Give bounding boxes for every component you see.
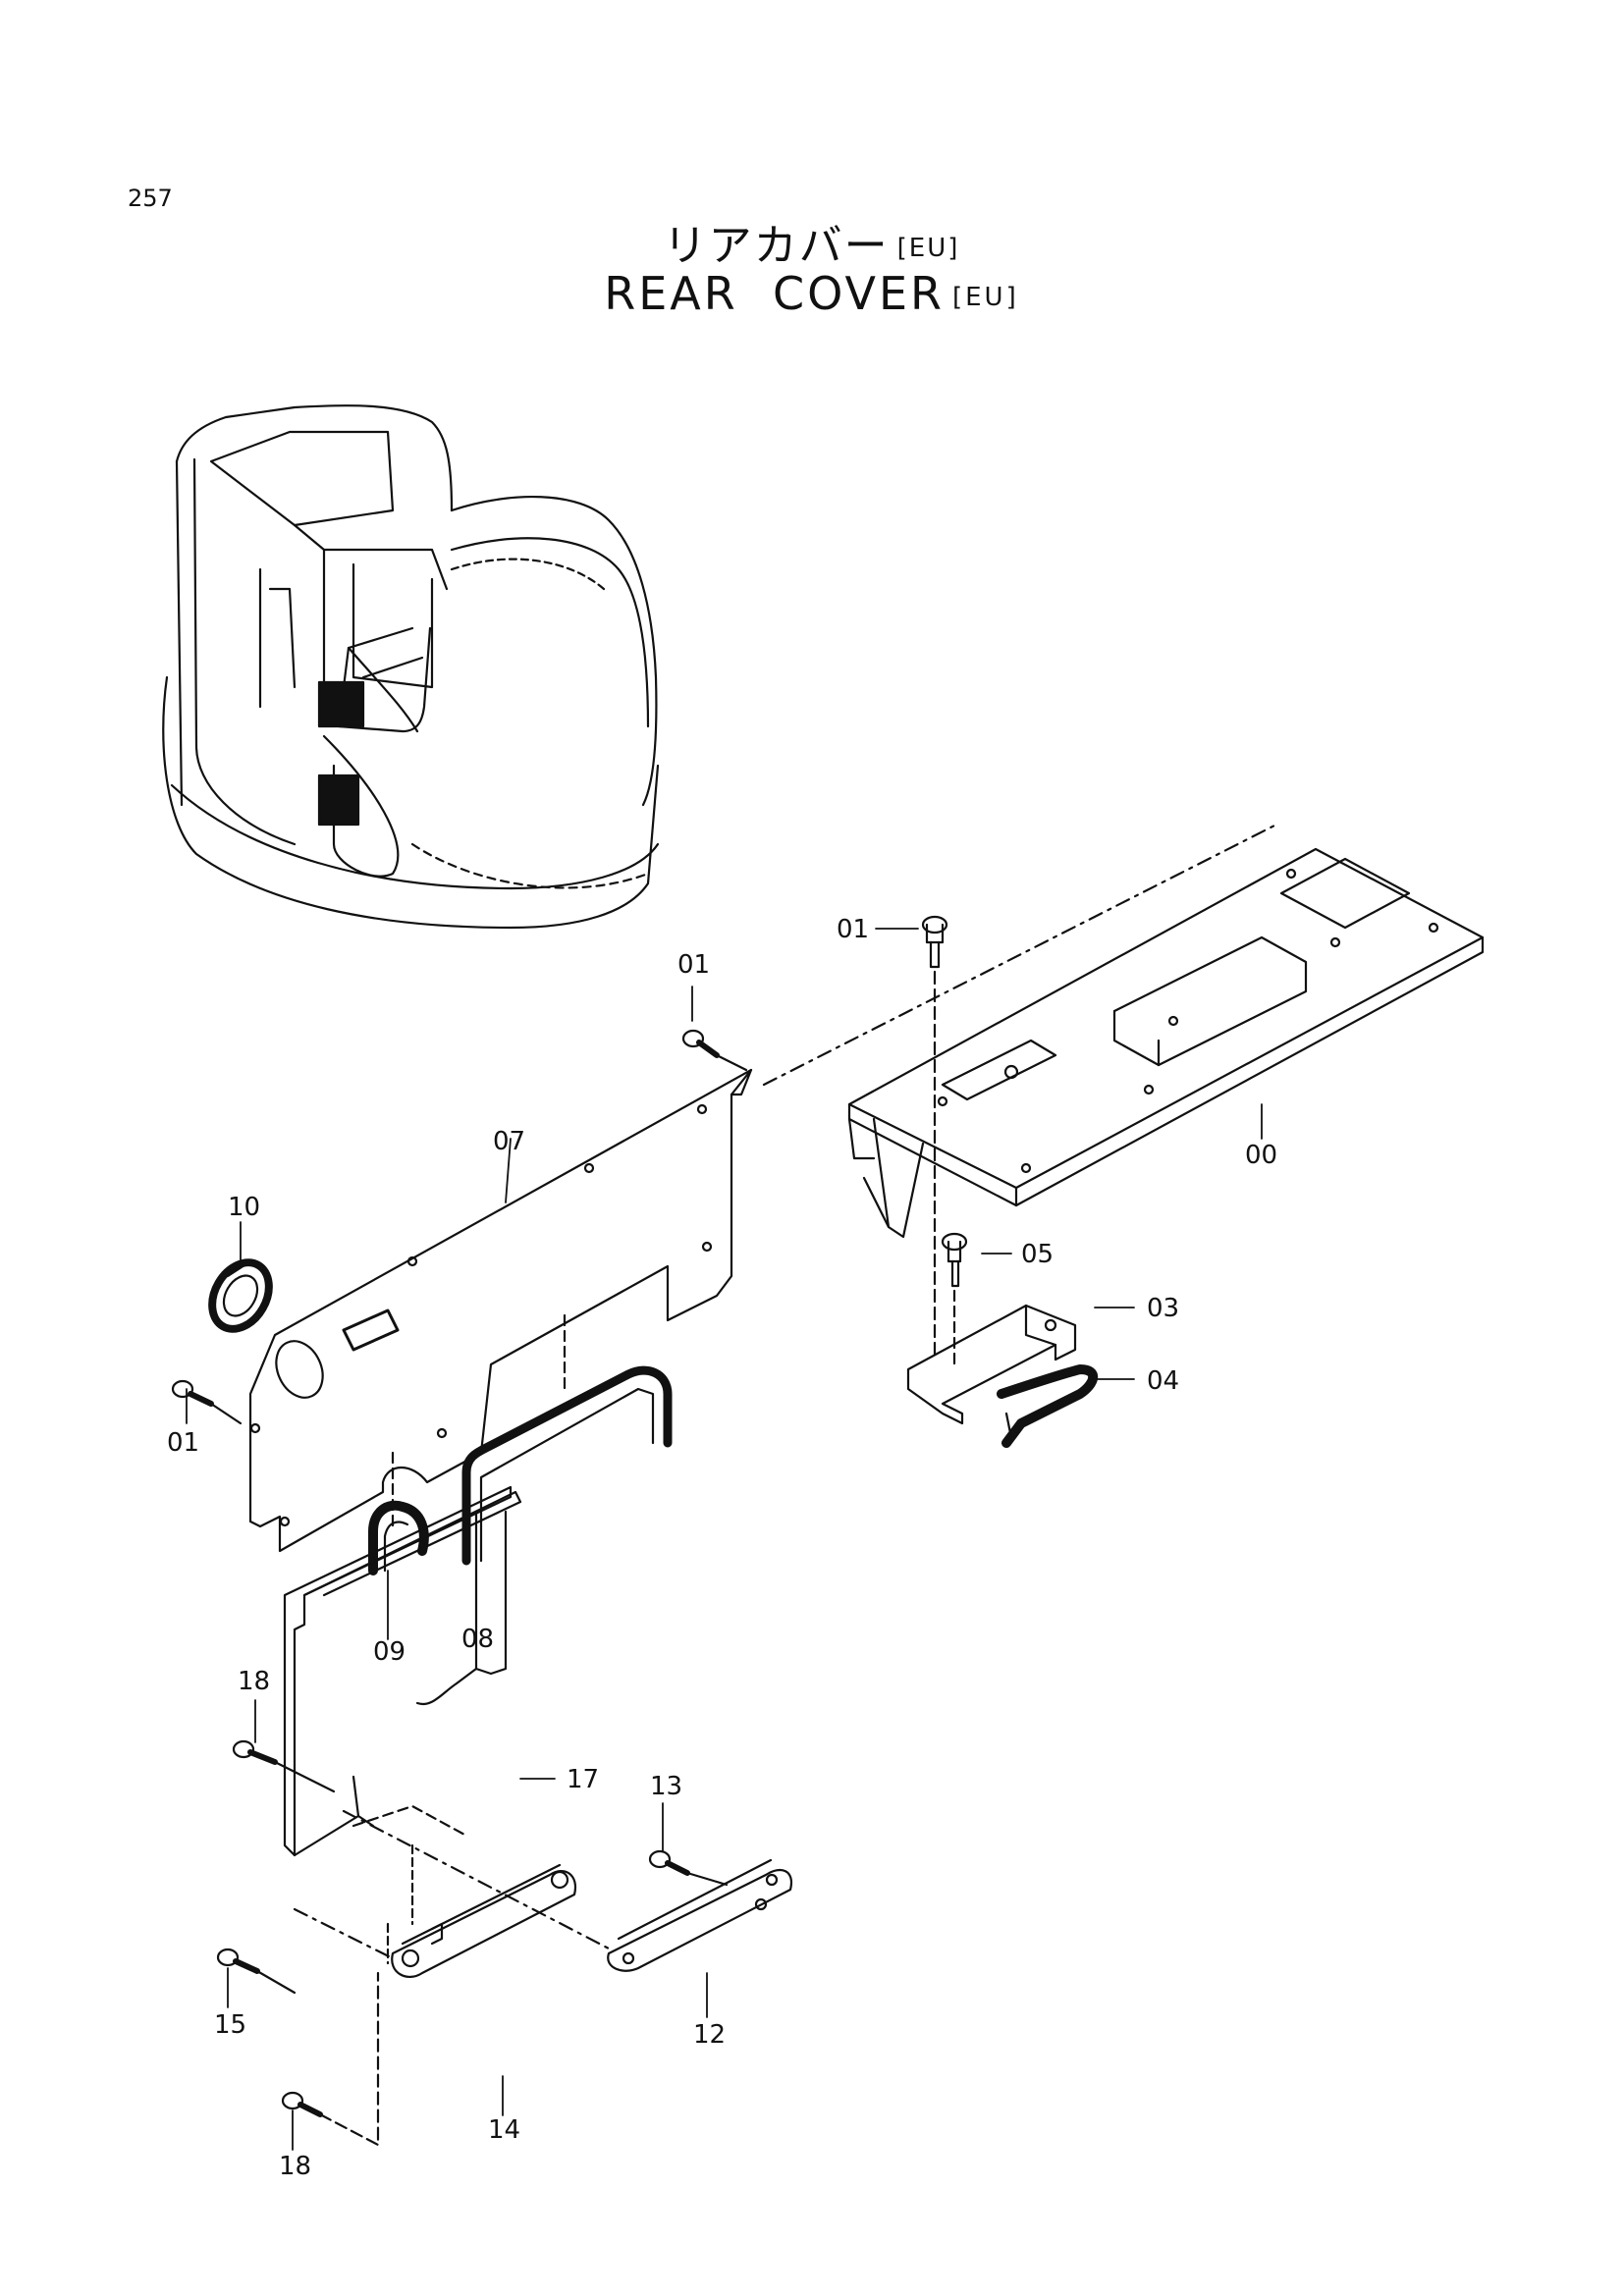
title-japanese-text: リアカバー xyxy=(663,221,890,271)
hinge-14 xyxy=(391,1863,577,1979)
bolt-13 xyxy=(648,1849,729,1887)
bracket-03 xyxy=(906,1304,1077,1425)
callout-00: 00 xyxy=(1245,1141,1278,1170)
bolt-15 xyxy=(216,1948,297,1995)
seal-09 xyxy=(368,1500,429,1575)
title-variant-tag-en: [EU] xyxy=(951,282,1019,312)
hinge-12 xyxy=(607,1858,793,1972)
callout-10: 10 xyxy=(228,1193,261,1222)
callout-09: 09 xyxy=(373,1637,406,1667)
bolt-01-top xyxy=(921,915,948,1357)
callout-07: 07 xyxy=(493,1127,526,1156)
callout-01-left: 01 xyxy=(167,1428,200,1458)
callout-17: 17 xyxy=(567,1765,600,1794)
lower-assembly-centerlines xyxy=(293,1804,611,1965)
mounting-plate-17-frame xyxy=(283,1485,522,1857)
bolt-18-top xyxy=(232,1739,336,1793)
seal-strip-08 xyxy=(461,1365,673,1566)
centerline-07-to-00 xyxy=(762,823,1278,1087)
callout-03: 03 xyxy=(1147,1294,1180,1323)
rear-cover-plate-00 xyxy=(847,847,1485,1239)
callout-14: 14 xyxy=(488,2115,521,2145)
page-number: 257 xyxy=(128,185,173,212)
callout-15: 15 xyxy=(214,2010,247,2040)
callout-08: 08 xyxy=(461,1625,495,1654)
excavator-overview-illustration xyxy=(162,404,660,930)
callout-04: 04 xyxy=(1147,1366,1180,1396)
bolt-01-mid xyxy=(681,1029,748,1072)
hose-04 xyxy=(997,1364,1099,1448)
bolt-18-bottom xyxy=(281,1971,380,2147)
callout-01-top: 01 xyxy=(837,915,870,944)
callout-18-bottom: 18 xyxy=(279,2152,312,2181)
callout-05: 05 xyxy=(1021,1240,1055,1269)
title-japanese: リアカバー[EU] xyxy=(0,210,1623,273)
bolt-05 xyxy=(941,1232,968,1371)
callout-12: 12 xyxy=(693,2020,727,2050)
callout-18-top: 18 xyxy=(238,1667,271,1696)
title-english: REAR COVER[EU] xyxy=(0,267,1623,320)
bolt-01-left xyxy=(171,1379,243,1425)
grommet-10 xyxy=(208,1258,273,1333)
title-variant-tag: [EU] xyxy=(896,234,960,263)
side-cover-panel-07 xyxy=(248,1068,753,1553)
callout-01-mid: 01 xyxy=(677,950,711,980)
callout-leaders xyxy=(186,928,1263,2151)
title-english-text: REAR COVER xyxy=(604,267,945,320)
callout-13: 13 xyxy=(650,1772,683,1801)
